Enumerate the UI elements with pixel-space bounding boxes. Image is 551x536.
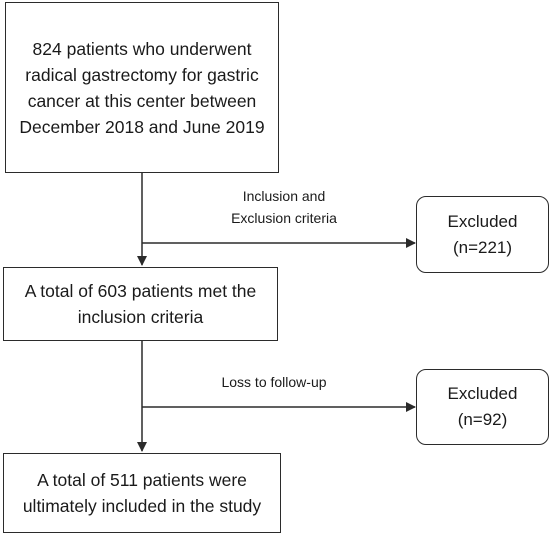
excluded-box-1: Excluded (n=221) bbox=[416, 196, 549, 273]
final-box: A total of 511 patients were ultimately … bbox=[3, 453, 281, 533]
start-box: 824 patients who underwent radical gastr… bbox=[5, 2, 279, 173]
loss-to-follow-up-label: Loss to follow-up bbox=[221, 374, 327, 390]
excluded-box-2: Excluded (n=92) bbox=[416, 369, 549, 445]
criteria-label: Inclusion and Exclusion criteria bbox=[231, 188, 337, 226]
middle-box: A total of 603 patients met the inclusio… bbox=[3, 267, 278, 341]
